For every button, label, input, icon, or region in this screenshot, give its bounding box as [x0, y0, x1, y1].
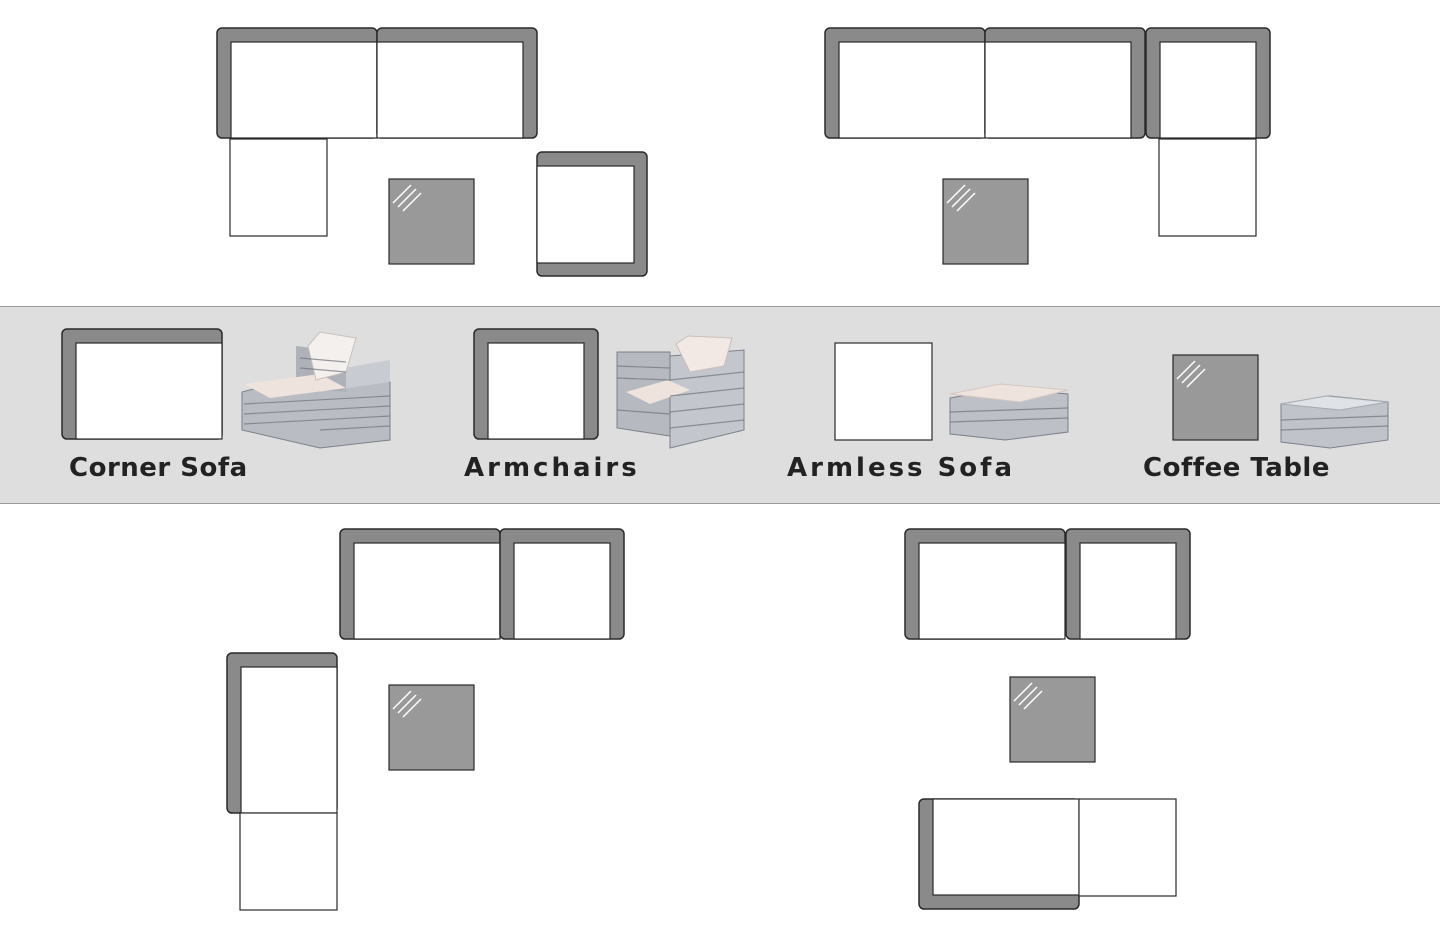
coffee-table-piece: [942, 178, 1029, 265]
armchair-photo: [616, 335, 745, 449]
coffee-table-piece: [1009, 676, 1096, 763]
corner-sofa-piece: [226, 652, 338, 814]
arrangement-bottom-right: [904, 528, 1191, 910]
armless-sofa-piece: [1158, 138, 1257, 237]
legend-symbol-armchair: [473, 328, 599, 440]
armchair-piece: [536, 151, 648, 277]
legend-label-corner-sofa: Corner Sofa: [69, 453, 248, 483]
corner-sofa-piece: [918, 798, 1080, 910]
coffee-table-piece: [388, 684, 475, 771]
corner-sofa-piece: [824, 27, 986, 139]
arrangement-bottom-left: [226, 528, 625, 911]
coffee-table-photo: [1280, 395, 1389, 449]
legend-symbol-armless-sofa: [834, 342, 933, 441]
arrangement-top-left: [216, 27, 648, 277]
legend-symbol-corner-sofa: [61, 328, 223, 440]
armless-sofa-piece: [984, 27, 1146, 139]
corner-sofa-piece: [216, 27, 378, 139]
legend-label-armless-sofa: Armless Sofa: [787, 453, 1016, 483]
armless-sofa-photo: [949, 383, 1069, 441]
corner-sofa-piece: [1065, 528, 1191, 640]
armless-sofa-piece: [239, 812, 338, 911]
coffee-table-piece: [388, 178, 475, 265]
armless-sofa-piece: [229, 138, 328, 237]
corner-sofa-piece: [904, 528, 1066, 640]
corner-sofa-piece: [1145, 27, 1271, 139]
corner-sofa-piece: [376, 27, 538, 139]
armless-sofa-piece: [1078, 798, 1177, 897]
legend-symbol-coffee-table: [1172, 354, 1259, 441]
corner-sofa-piece: [499, 528, 625, 640]
corner-sofa-piece: [339, 528, 501, 640]
legend-label-coffee-table: Coffee Table: [1143, 453, 1330, 483]
corner-sofa-photo: [241, 331, 391, 449]
arrangement-top-right: [824, 27, 1271, 265]
legend-label-armchairs: Armchairs: [464, 453, 640, 483]
